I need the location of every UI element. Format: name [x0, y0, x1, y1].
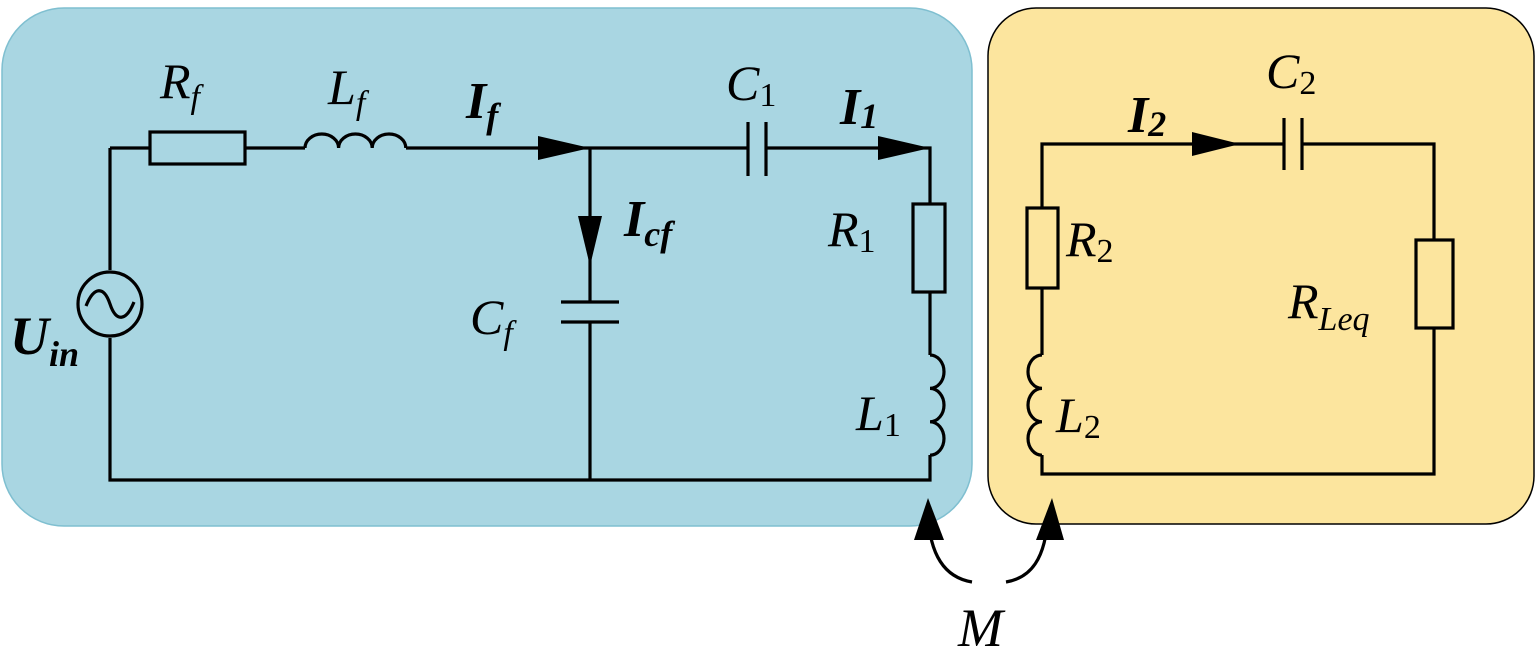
label-r2: R2 [1065, 211, 1114, 270]
resistor-rleq-icon [1414, 238, 1455, 330]
resistor-r1-icon [911, 202, 947, 294]
label-source-uin: Uin [10, 306, 79, 374]
inductor-lf-icon [303, 132, 408, 149]
primary-panel [1, 7, 973, 527]
resistor-rf-icon [148, 130, 247, 166]
wire [1040, 328, 1436, 476]
arrow-icf-icon [578, 216, 602, 266]
mutual-coupling: M [914, 498, 1064, 658]
inductor-l1-icon [929, 353, 946, 457]
label-r1: R1 [827, 201, 876, 260]
label-current-i2: I2 [1127, 87, 1166, 144]
label-current-i1: I1 [839, 79, 878, 136]
label-l1: L1 [855, 385, 901, 444]
ac-source-icon [76, 270, 144, 338]
arrow-i2-icon [1192, 132, 1240, 156]
secondary-panel [987, 7, 1535, 525]
capacitor-c2-icon [1282, 118, 1304, 170]
resistor-r2-icon [1025, 206, 1060, 290]
wire [108, 148, 932, 482]
label-current-icf: Icf [623, 191, 675, 254]
arrow-if-icon [538, 136, 590, 160]
secondary-circuit: I2 C2 R2 L2 RLeq [987, 7, 1535, 525]
inductor-l2-icon [1026, 353, 1043, 457]
coupling-arrowhead-left-icon [914, 498, 944, 540]
label-coupling-m: M [957, 598, 1006, 658]
wire [1302, 142, 1436, 240]
label-rleq: RLeq [1287, 273, 1370, 338]
capacitor-c1-icon [746, 122, 768, 176]
capacitor-cf-icon [561, 300, 619, 324]
arrow-i1-icon [878, 136, 930, 160]
label-c1: C1 [726, 55, 776, 114]
label-c2: C2 [1266, 43, 1316, 102]
coupling-arrowhead-right-icon [1036, 498, 1064, 540]
label-l2: L2 [1055, 387, 1101, 446]
label-current-if: If [465, 73, 501, 136]
primary-circuit: Rf Lf If C1 I1 Icf Cf R1 L1 Uin [1, 7, 973, 527]
